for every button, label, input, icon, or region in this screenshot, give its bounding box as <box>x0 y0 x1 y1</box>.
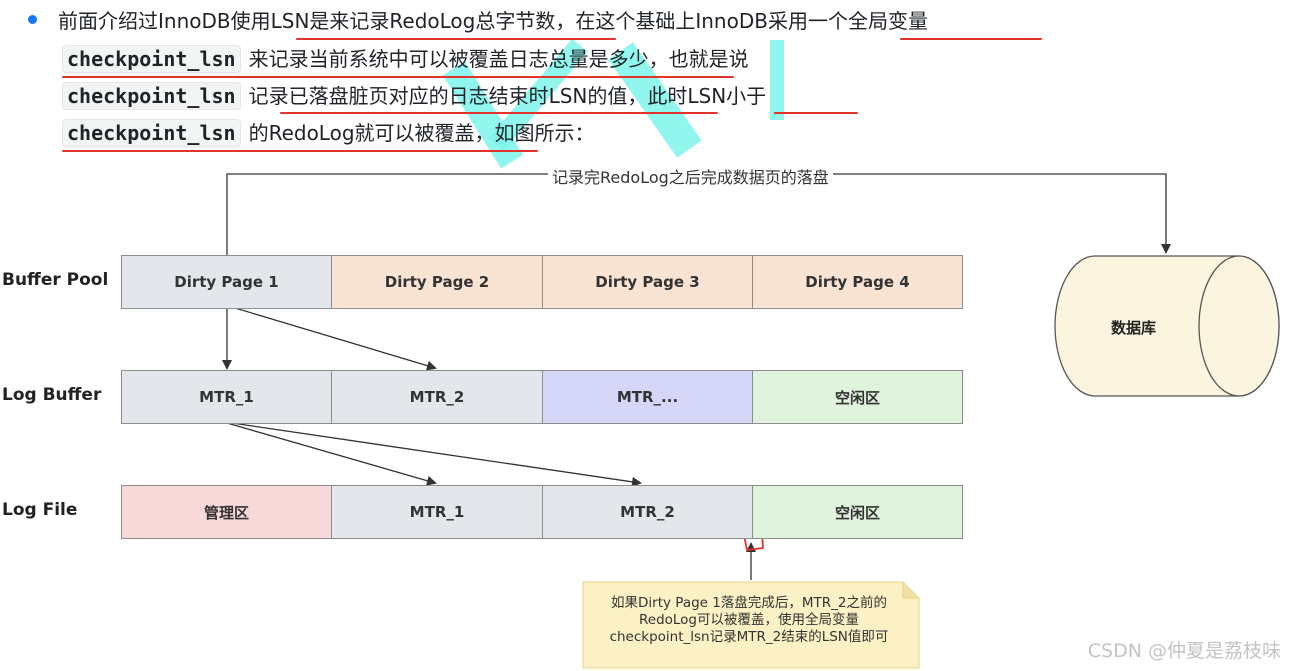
annotation-underline <box>62 76 734 78</box>
log-buffer-cell: 空闲区 <box>752 370 963 424</box>
row-label: Log File <box>2 500 78 520</box>
bullet-dot <box>28 15 37 24</box>
log-file-cell: MTR_1 <box>331 485 543 539</box>
buffer-pool-cell: Dirty Page 1 <box>121 255 332 309</box>
log-buffer-cell: MTR_1 <box>121 370 332 424</box>
inline-code: checkpoint_lsn <box>62 119 241 147</box>
paragraph-line-4: checkpoint_lsn 的RedoLog就可以被覆盖，如图所示： <box>62 119 595 147</box>
flush-arrow-label: 记录完RedoLog之后完成数据页的落盘 <box>548 164 833 188</box>
arrow-dirtypage1-to-mtr2 <box>234 307 437 371</box>
paragraph-line-1: 前面介绍过InnoDB使用LSN是来记录RedoLog总字节数，在这个基础上In… <box>58 9 928 33</box>
watermark-stroke <box>770 40 784 120</box>
annotation-underline <box>62 150 538 152</box>
csdn-watermark: CSDN @仲夏是荔枝味 <box>1087 640 1281 662</box>
inline-code: checkpoint_lsn <box>62 82 241 110</box>
diagram: 记录完RedoLog之后完成数据页的落盘 Buffer Pool Log Buf… <box>0 160 1289 671</box>
annotation-underline <box>280 112 718 114</box>
buffer-pool-cell: Dirty Page 3 <box>542 255 753 309</box>
log-buffer-cell: MTR_... <box>542 370 753 424</box>
log-buffer-cell: MTR_2 <box>331 370 543 424</box>
arrow-mtr1-to-logfile-mtr1 <box>226 422 437 486</box>
arrow-mtr1-to-logfile-mtr2 <box>231 422 642 487</box>
note-line: RedoLog可以被覆盖，使用全局变量 <box>638 612 860 628</box>
line-text: 来记录当前系统中可以被覆盖日志总量是多少，也就是说 <box>248 47 749 71</box>
annotation-underline <box>774 112 858 114</box>
note-text: 如果Dirty Page 1落盘完成后，MTR_2之前的 RedoLog可以被覆… <box>588 595 910 646</box>
note-line: checkpoint_lsn记录MTR_2结束的LSN值即可 <box>609 629 889 645</box>
diagram-connectors <box>222 173 1280 669</box>
buffer-pool-cell: Dirty Page 4 <box>752 255 963 309</box>
row-label: Buffer Pool <box>2 270 109 290</box>
line-text: 记录已落盘脏页对应的日志结束时LSN的值，此时LSN小于 <box>248 84 767 108</box>
log-file-cell: 空闲区 <box>752 485 963 539</box>
note-box <box>582 581 920 669</box>
row-label: Log Buffer <box>2 385 102 405</box>
log-file-cell: MTR_2 <box>542 485 753 539</box>
line-text: 的RedoLog就可以被覆盖，如图所示： <box>248 121 595 145</box>
note-line: 如果Dirty Page 1落盘完成后，MTR_2之前的 <box>611 595 887 611</box>
database-icon <box>1054 255 1280 397</box>
paragraph: 前面介绍过InnoDB使用LSN是来记录RedoLog总字节数，在这个基础上In… <box>0 0 1289 169</box>
log-file-cell: 管理区 <box>121 485 332 539</box>
paragraph-line-3: checkpoint_lsn 记录已落盘脏页对应的日志结束时LSN的值，此时LSN… <box>62 82 766 110</box>
inline-code: checkpoint_lsn <box>62 45 241 73</box>
annotation-underline <box>296 38 616 40</box>
buffer-pool-cell: Dirty Page 2 <box>331 255 543 309</box>
database-label: 数据库 <box>1111 319 1157 337</box>
annotation-underline <box>900 38 1042 40</box>
paragraph-line-2: checkpoint_lsn 来记录当前系统中可以被覆盖日志总量是多少，也就是说 <box>62 45 749 73</box>
